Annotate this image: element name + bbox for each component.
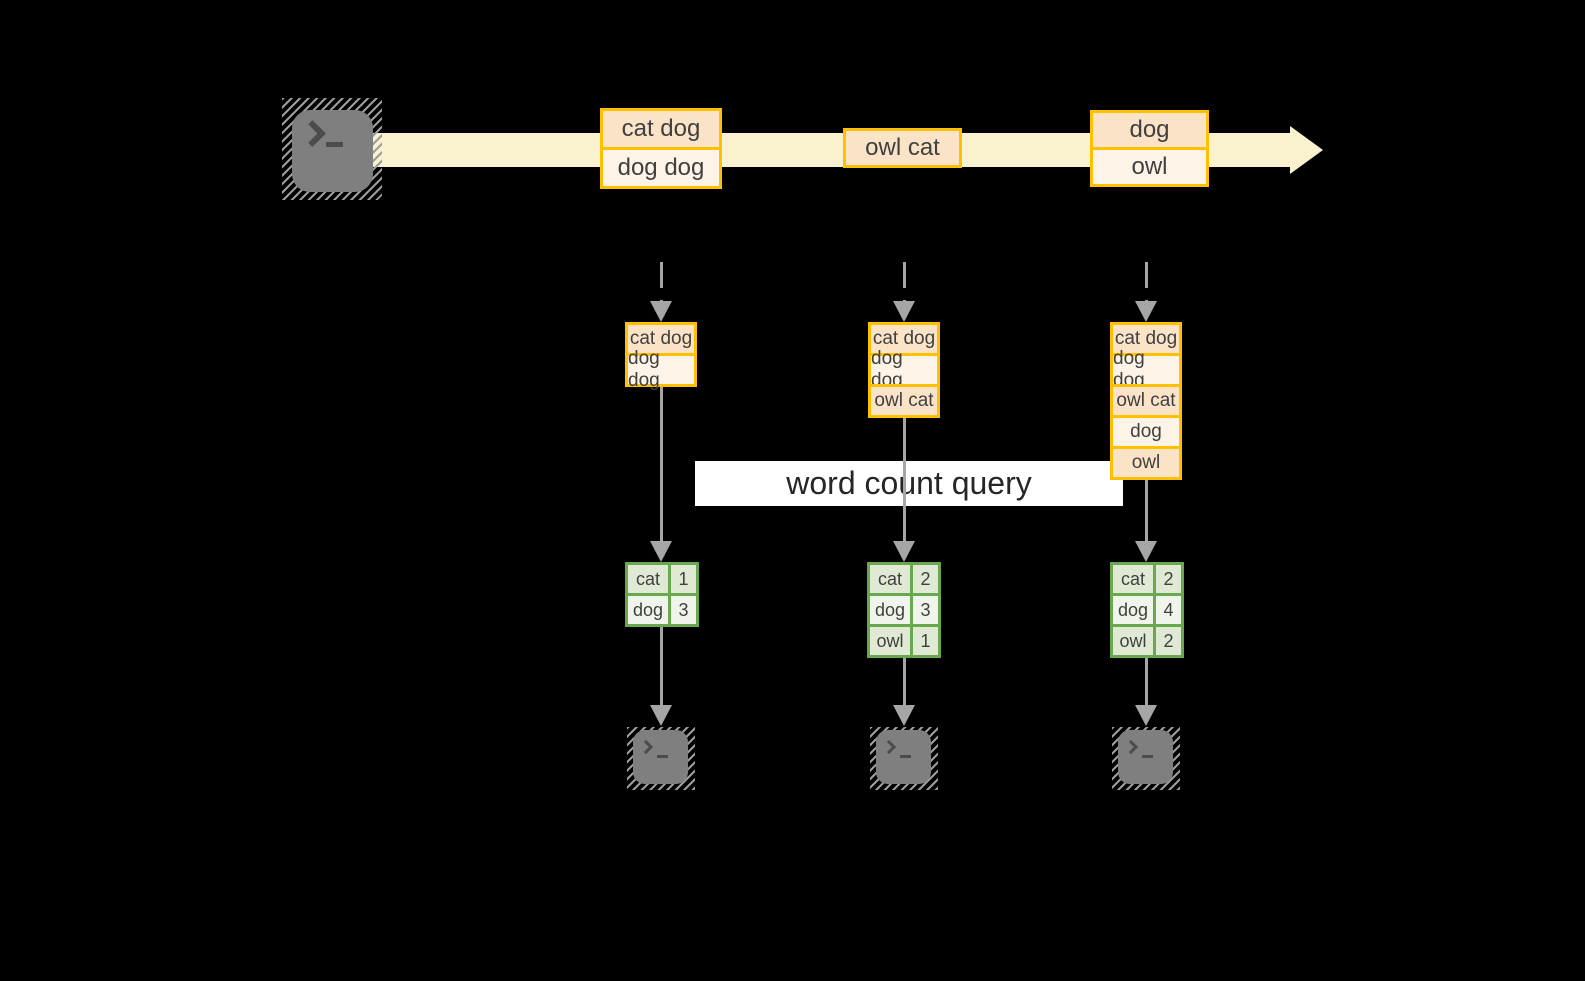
count-word: owl	[870, 627, 910, 655]
ingest-arrow-2	[903, 262, 906, 302]
buffer-line: owl	[1113, 446, 1179, 477]
output-arrow-1	[660, 627, 663, 706]
count-word: owl	[1113, 627, 1153, 655]
prompt-chevron-icon	[299, 120, 326, 147]
count-row: dog 3	[628, 593, 696, 624]
count-table-3: cat 2 dog 4 owl 2	[1110, 562, 1184, 658]
count-value: 3	[668, 596, 696, 624]
query-arrow-3	[1145, 480, 1148, 542]
event-line: dog	[1093, 113, 1206, 147]
prompt-chevron-icon	[638, 739, 654, 755]
stream-arrowhead-icon	[1290, 126, 1323, 174]
count-word: cat	[1113, 565, 1153, 593]
ingest-arrowhead-3	[1135, 301, 1157, 322]
count-row: cat 2	[870, 565, 938, 593]
output-arrow-3	[1145, 658, 1148, 706]
buffer-box-2: cat dog dog dog owl cat	[868, 322, 940, 418]
output-arrow-2	[903, 658, 906, 706]
count-value: 3	[910, 596, 938, 624]
count-word: cat	[628, 565, 668, 593]
count-row: dog 3	[870, 593, 938, 624]
terminal-icon	[292, 110, 373, 192]
ingest-arrowhead-2	[893, 301, 915, 322]
event-line: cat dog	[603, 111, 719, 147]
count-row: cat 2	[1113, 565, 1181, 593]
count-table-1: cat 1 dog 3	[625, 562, 699, 627]
ingest-arrow-1	[660, 262, 663, 302]
count-word: dog	[628, 596, 668, 624]
ingest-arrowhead-1	[650, 301, 672, 322]
count-table-2: cat 2 dog 3 owl 1	[867, 562, 941, 658]
query-arrow-2	[903, 418, 906, 542]
count-row: owl 1	[870, 624, 938, 655]
sink-terminal-shadow-2	[870, 727, 938, 790]
count-value: 1	[668, 565, 696, 593]
buffer-box-1: cat dog dog dog	[625, 322, 697, 391]
query-arrowhead-1	[650, 541, 672, 562]
buffer-line: dog dog	[628, 348, 694, 391]
count-row: cat 1	[628, 565, 696, 593]
buffer-line: dog dog	[1113, 348, 1179, 391]
terminal-icon	[633, 730, 688, 784]
sink-terminal-shadow-3	[1112, 727, 1180, 790]
query-arrow-1	[660, 387, 663, 542]
output-arrowhead-1	[650, 705, 672, 726]
word-count-query-label: word count query	[695, 461, 1123, 506]
count-value: 1	[910, 627, 938, 655]
event-line: owl	[1093, 147, 1206, 184]
buffer-line: cat dog	[871, 325, 937, 353]
prompt-chevron-icon	[881, 739, 897, 755]
prompt-underscore-icon	[657, 755, 668, 758]
query-arrowhead-2	[893, 541, 915, 562]
buffer-line: owl cat	[1113, 384, 1179, 415]
buffer-line: dog dog	[871, 348, 937, 391]
count-value: 4	[1153, 596, 1181, 624]
terminal-icon	[876, 730, 931, 784]
event-line: dog dog	[603, 147, 719, 186]
buffer-line: cat dog	[628, 325, 694, 353]
terminal-icon	[1118, 730, 1173, 784]
buffer-line: owl cat	[871, 384, 937, 415]
prompt-underscore-icon	[900, 755, 911, 758]
count-word: dog	[870, 596, 910, 624]
stream-event-box-1: cat dog dog dog	[600, 108, 722, 189]
count-value: 2	[1153, 627, 1181, 655]
count-row: dog 4	[1113, 593, 1181, 624]
source-terminal-shadow	[282, 98, 382, 200]
output-arrowhead-3	[1135, 705, 1157, 726]
count-word: cat	[870, 565, 910, 593]
count-row: owl 2	[1113, 624, 1181, 655]
output-arrowhead-2	[893, 705, 915, 726]
ingest-arrow-3	[1145, 262, 1148, 302]
buffer-line: cat dog	[1113, 325, 1179, 353]
stream-event-box-2: owl cat	[843, 128, 962, 168]
count-value: 2	[1153, 565, 1181, 593]
buffer-line: dog	[1113, 415, 1179, 446]
prompt-underscore-icon	[1142, 755, 1153, 758]
count-word: dog	[1113, 596, 1153, 624]
count-value: 2	[910, 565, 938, 593]
buffer-box-3: cat dog dog dog owl cat dog owl	[1110, 322, 1182, 480]
prompt-underscore-icon	[326, 142, 343, 147]
prompt-chevron-icon	[1123, 739, 1139, 755]
sink-terminal-shadow-1	[627, 727, 695, 790]
query-arrowhead-3	[1135, 541, 1157, 562]
event-line: owl cat	[846, 131, 959, 165]
stream-event-box-3: dog owl	[1090, 110, 1209, 187]
